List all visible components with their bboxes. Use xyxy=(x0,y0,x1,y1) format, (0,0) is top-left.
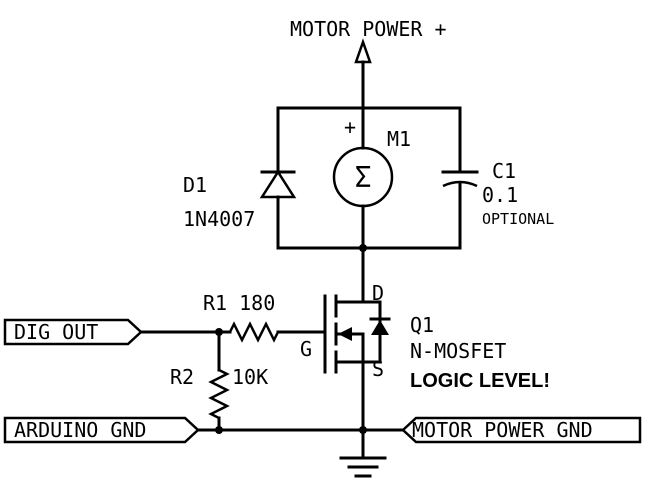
junction-source-ground xyxy=(359,426,367,434)
q1-type-label: N-MOSFET xyxy=(410,339,506,363)
motor-sigma-symbol: Σ xyxy=(355,161,372,194)
motor-power-plus-label: MOTOR POWER + xyxy=(290,17,447,41)
source-label: S xyxy=(372,357,384,381)
junction-r2-ground xyxy=(215,426,223,434)
motor-m1: Σ xyxy=(332,106,394,250)
q1-note-label: LOGIC LEVEL! xyxy=(410,370,550,392)
r2-label: R2 xyxy=(170,365,194,389)
d1-label: D1 xyxy=(183,173,207,197)
resistor-r2 xyxy=(208,330,230,432)
m1-label: M1 xyxy=(387,127,411,151)
ground-icon xyxy=(339,456,387,478)
arduino-gnd-terminal xyxy=(3,416,200,444)
q1-label: Q1 xyxy=(410,313,434,337)
motor-plus-label: + xyxy=(344,115,356,139)
dig-out-label: DIG OUT xyxy=(14,320,98,344)
r1-label: R1 180 xyxy=(203,291,275,315)
c1-note-label: OPTIONAL xyxy=(482,210,554,228)
dig-out-terminal xyxy=(3,318,143,346)
c1-label: C1 xyxy=(492,159,516,183)
drain-label: D xyxy=(372,281,384,305)
motor-power-gnd-label: MOTOR POWER GND xyxy=(412,418,593,442)
mosfet-q1 xyxy=(323,294,391,374)
diode-d1 xyxy=(259,106,297,250)
arduino-gnd-label: ARDUINO GND xyxy=(14,418,146,442)
r2-value-label: 10K xyxy=(232,365,268,389)
motor-power-arrow xyxy=(354,38,372,110)
c1-value-label: 0.1 xyxy=(482,183,518,207)
motor-power-gnd-terminal xyxy=(401,416,642,444)
gate-label: G xyxy=(300,337,312,361)
d1-part-label: 1N4007 xyxy=(183,207,255,231)
capacitor-c1 xyxy=(441,106,479,250)
resistor-r1 xyxy=(139,321,327,343)
